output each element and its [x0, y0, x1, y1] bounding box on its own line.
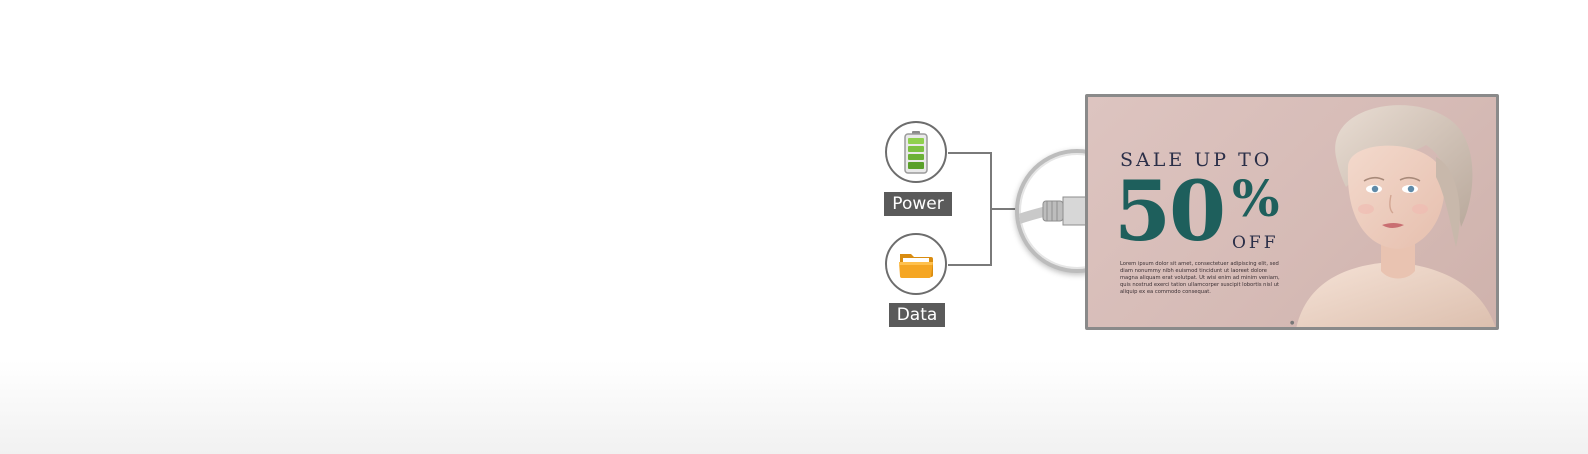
connector-line-to-cable: [990, 208, 1016, 210]
tv-brand-logo: ●: [1290, 320, 1295, 326]
battery-icon: [904, 131, 928, 174]
discount-number: 50: [1114, 164, 1226, 260]
connector-line-data: [948, 264, 992, 266]
woman-portrait: [1296, 105, 1496, 327]
fine-print: Lorem ipsum dolor sit amet, consectetuer…: [1120, 261, 1280, 295]
folder-icon: [899, 254, 933, 278]
data-label: Data: [889, 303, 945, 327]
power-icon-circle: [885, 121, 947, 183]
signage-display: SALE UP TO 50 % OFF Lorem ipsum dolor si…: [1085, 94, 1499, 330]
sale-headline: SALE UP TO: [1120, 149, 1273, 171]
power-label: Power: [884, 192, 952, 216]
data-icon-circle: [885, 233, 947, 295]
off-text: OFF: [1232, 233, 1279, 253]
display-screen: SALE UP TO 50 % OFF Lorem ipsum dolor si…: [1088, 97, 1496, 327]
percent-sign: %: [1232, 169, 1280, 228]
connector-line-power: [948, 152, 992, 154]
